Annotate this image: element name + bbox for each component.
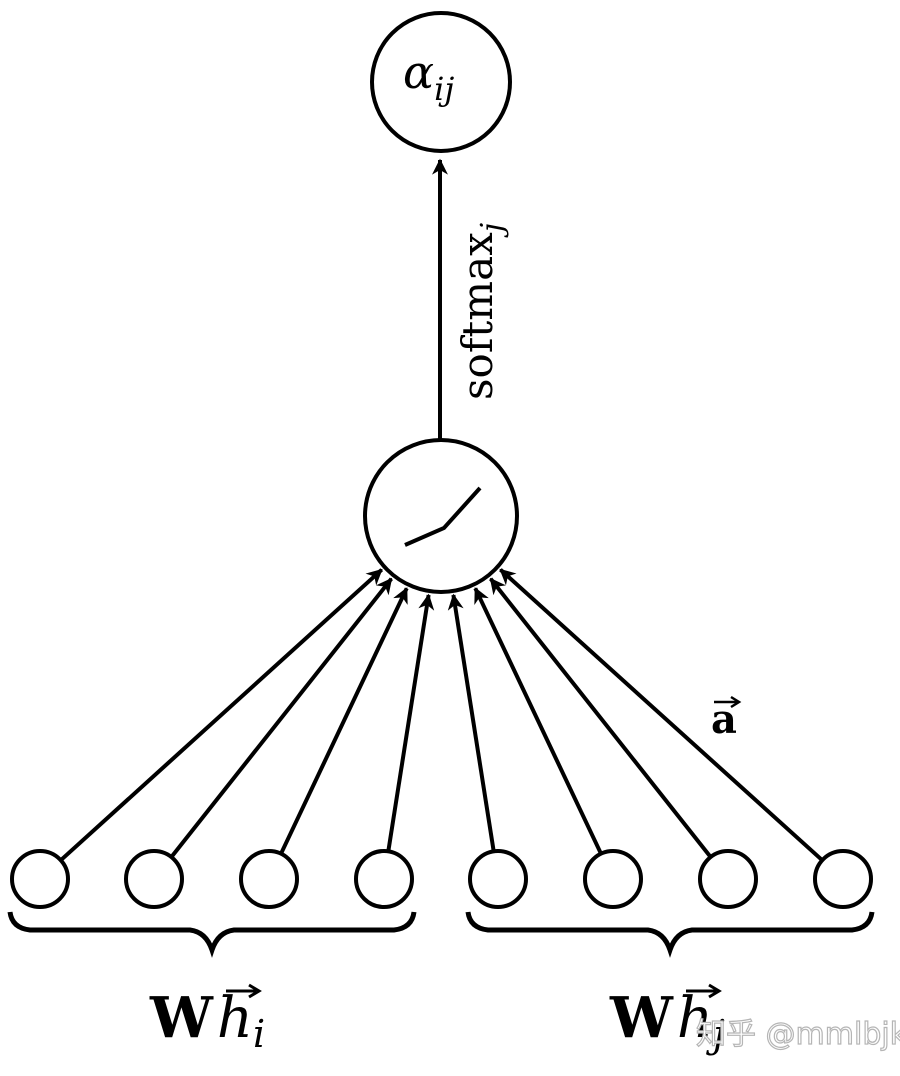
- input-arrow: [169, 577, 393, 859]
- activation-node: [363, 438, 519, 594]
- input-arrows: [59, 568, 824, 862]
- left-brace: [7, 911, 417, 958]
- input-node-i: [239, 849, 299, 909]
- input-arrow: [499, 568, 824, 862]
- input-node-i: [10, 849, 70, 909]
- leaky-relu-icon: [404, 486, 482, 547]
- svg-text:Whj: Whj: [609, 985, 725, 1056]
- alpha-ij-label: αij: [403, 45, 454, 108]
- input-arrow: [59, 568, 384, 862]
- input-node-j: [813, 849, 873, 909]
- input-arrow: [447, 593, 496, 852]
- softmax-label: softmaxj: [453, 223, 510, 400]
- output-node: [370, 11, 512, 153]
- watermark: 知乎 @mmlbjk: [696, 1017, 900, 1052]
- wh-i-label: Whi: [149, 983, 265, 1056]
- input-nodes: [10, 849, 873, 909]
- input-arrow: [489, 577, 713, 859]
- input-node-j: [468, 849, 528, 909]
- svg-text:softmaxj: softmaxj: [453, 223, 510, 400]
- wh-j-label: Whj: [609, 983, 725, 1056]
- input-node-i: [124, 849, 184, 909]
- right-brace: [465, 911, 875, 958]
- input-arrow: [386, 593, 435, 852]
- input-node-i: [354, 849, 414, 909]
- svg-text:a: a: [711, 696, 737, 743]
- svg-text:Whi: Whi: [149, 985, 265, 1056]
- input-arrow: [279, 587, 409, 855]
- input-node-j: [583, 849, 643, 909]
- input-node-j: [698, 849, 758, 909]
- input-arrow: [473, 587, 603, 855]
- attention-vector-label: a: [711, 695, 742, 743]
